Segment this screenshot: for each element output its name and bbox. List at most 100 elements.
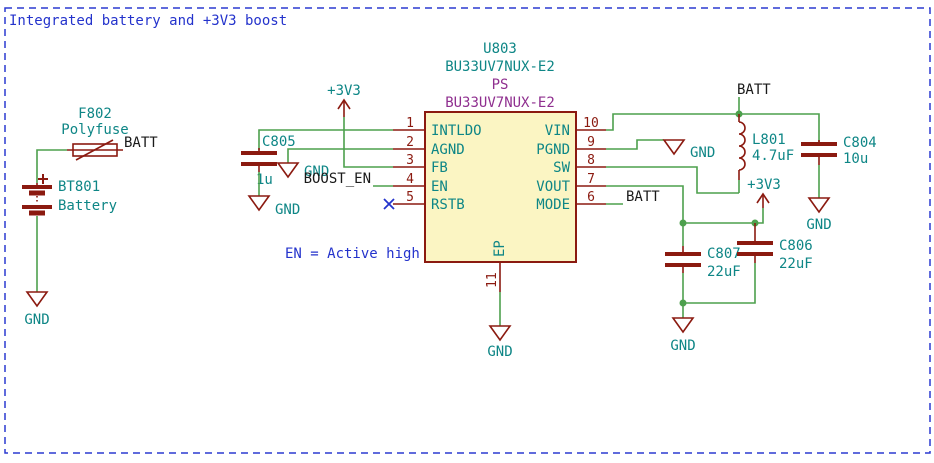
sheet-border [4,7,931,454]
en-note: EN = Active high [285,246,420,262]
net-label-boost-en[interactable]: BOOST_EN [304,171,371,187]
pin-9-pgnd[interactable]: 9 PGND [536,135,606,158]
ic-lib-id: BU33UV7NUX-E2 [445,59,555,75]
fuse-slash [75,139,114,161]
l801-ref: L801 [752,132,786,148]
gnd-symbol-c805[interactable]: GND [247,172,300,218]
ic-value: BU33UV7NUX-E2 [445,95,555,111]
pin-number: 9 [587,135,595,150]
wire-agnd-to-gnd[interactable] [287,148,393,163]
net-label-batt-mode[interactable]: BATT [626,189,660,205]
gnd-symbol-agnd[interactable]: GND [276,162,329,180]
wire-vout-rail[interactable] [683,208,764,224]
pin-1-intldo[interactable]: 1 INTLDO [393,116,482,139]
capacitor-c805[interactable]: C805 1u [241,134,296,188]
gnd-symbol-caps[interactable]: GND [670,303,696,354]
pin-6-mode[interactable]: 6 MODE [536,190,606,213]
fuse-f802[interactable]: F802 Polyfuse [61,106,129,161]
wire-3v3-to-fb[interactable] [343,117,393,168]
p3v3-label: +3V3 [327,83,361,99]
pin-name: EP [492,240,508,257]
fuse-ref: F802 [78,106,112,122]
ic-value-top: PS [492,77,509,93]
power-arrow-icon [337,98,351,110]
gnd-label: GND [690,145,715,161]
c805-ref: C805 [262,134,296,150]
pin-3-fb[interactable]: 3 FB [393,153,448,176]
no-connect-rstb[interactable] [383,198,395,210]
pin-number: 11 [485,272,500,288]
ic-body[interactable] [424,111,577,263]
wire-batt-to-c804[interactable] [739,113,820,142]
wire-vout-down[interactable] [606,185,684,223]
batt-label: BATT [737,82,771,98]
gnd-symbol-c804[interactable]: GND [806,165,832,233]
pin-name: RSTB [431,197,465,213]
pin-number: 4 [406,172,414,187]
gnd-label: GND [670,338,695,354]
gnd-triangle-icon [662,139,686,156]
capacitor-c804[interactable]: C804 10u [801,135,877,167]
fuse-value: Polyfuse [61,122,128,138]
gnd-symbol-battery[interactable]: GND [24,216,50,328]
pin-7-vout[interactable]: 7 VOUT [536,172,606,195]
ic-ref: U803 [483,41,517,57]
gnd-label: GND [24,312,49,328]
pin-11-ep[interactable]: 11 EP [485,240,508,292]
c807-ref: C807 [707,246,741,262]
gnd-triangle-icon [247,195,271,212]
pin-8-sw[interactable]: 8 SW [553,153,606,176]
power-3v3-left[interactable]: +3V3 [327,83,361,117]
fuse-body [72,143,118,157]
pin-name: VIN [545,123,570,139]
gnd-symbol-pgnd[interactable]: GND [662,139,715,161]
net-label-batt-top[interactable]: BATT [737,82,771,114]
gnd-label: GND [806,217,831,233]
pin-name: VOUT [536,179,570,195]
pin-name: PGND [536,142,570,158]
pin-number: 1 [406,116,414,131]
gnd-triangle-icon [488,325,512,342]
pin-name: EN [431,179,448,195]
c806-value: 22uF [779,256,813,272]
pin-number: 3 [406,153,414,168]
p3v3-label: +3V3 [747,177,781,193]
inductor-l801[interactable]: L801 4.7uF [738,114,794,180]
wire-intldo-to-c805[interactable] [258,129,393,150]
l801-value: 4.7uF [752,148,794,164]
wire-sw-to-l801[interactable] [606,166,739,194]
gnd-triangle-icon [25,291,49,308]
c807-value: 22uF [707,264,741,280]
c806-ref: C806 [779,238,813,254]
pin-name: MODE [536,197,570,213]
battery-bt801[interactable]: BT801 Battery [22,149,117,216]
pin-number: 2 [406,135,414,150]
c805-value: 1u [256,172,273,188]
wire-pgnd-gnd[interactable] [606,139,664,150]
gnd-label: GND [304,164,329,180]
ic-u803[interactable]: U803 BU33UV7NUX-E2 PS BU33UV7NUX-E2 1 IN… [393,41,606,292]
nc-x-icon [383,198,395,210]
pin-4-en[interactable]: 4 EN [393,172,448,195]
pin-5-rstb[interactable]: 5 RSTB [393,190,465,213]
wire-battery-to-fuse[interactable] [36,149,67,183]
net-label-batt-fuse[interactable]: BATT [124,135,158,151]
power-3v3-right[interactable]: +3V3 [747,177,781,208]
gnd-symbol-ep[interactable]: GND [487,292,513,360]
gnd-label: GND [487,344,512,360]
pin-number: 6 [587,190,595,205]
wire-vin-to-batt[interactable] [606,113,739,131]
pin-name: INTLDO [431,123,482,139]
capacitor-c806[interactable]: C806 22uF [737,223,813,272]
gnd-triangle-icon [807,197,831,214]
pin-name: FB [431,160,448,176]
pin-2-agnd[interactable]: 2 AGND [393,135,465,158]
c804-ref: C804 [843,135,877,151]
sheet-title: Integrated battery and +3V3 boost [9,13,287,29]
capacitor-c807[interactable]: C807 22uF [665,223,741,280]
pin-number: 10 [583,116,599,131]
pin-10-vin[interactable]: 10 VIN [545,116,606,139]
wire-c806-bottom[interactable] [683,263,756,304]
